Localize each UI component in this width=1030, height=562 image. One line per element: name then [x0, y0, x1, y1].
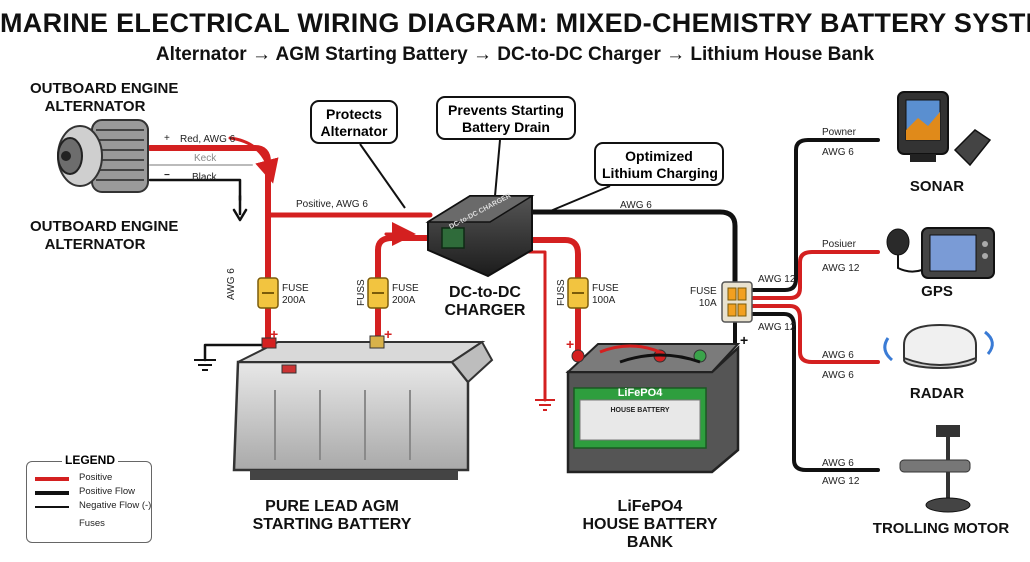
label-red-awg6: Red, AWG 6 — [180, 134, 236, 145]
lifepo4-battery-label: LiFePO4 HOUSE BATTERY BANK — [582, 498, 718, 551]
label-plus-red: + — [164, 133, 170, 144]
wires — [147, 136, 880, 472]
legend-title: LEGEND — [27, 453, 153, 467]
label-powner: Powner — [822, 127, 856, 138]
fuse-icon-200a-1 — [257, 277, 279, 309]
wire-radar — [750, 304, 880, 364]
gps-icon — [886, 227, 995, 279]
label-fuse4: FUSE 10A — [690, 286, 717, 309]
agm-battery-icon — [232, 335, 494, 480]
label-fuse2: FUSE 200A — [392, 283, 419, 306]
wire-agm-to-charger — [375, 235, 435, 348]
wire-gps — [750, 250, 880, 300]
legend-swatch-positive — [35, 477, 69, 481]
label-fuse1: FUSE 200A — [282, 283, 309, 306]
block-plus-sign: + — [740, 332, 749, 348]
dcdc-charger-icon: DC-to-DC CHARGER — [425, 192, 535, 278]
legend-item-positive-flow: Positive Flow — [35, 486, 150, 500]
page-subtitle: Alternator → AGM Starting Battery → DC-t… — [155, 44, 875, 65]
label-trolling-awg-a: AWG 6 — [822, 458, 854, 469]
label-awg6-top: AWG 6 — [620, 200, 652, 211]
label-minus-black: − — [164, 170, 170, 181]
radar-label: RADAR — [909, 385, 965, 402]
fuse-icon-100a — [567, 277, 589, 309]
label-awg12-b: AWG 12 — [758, 322, 796, 333]
label-gps-awg: AWG 12 — [822, 263, 860, 274]
wire-alt-black — [148, 178, 242, 202]
label-awg6-vertical: AWG 6 — [226, 268, 237, 300]
callout-prevents-drain: Prevents Starting Battery Drain — [436, 96, 576, 140]
wire-trolling — [750, 312, 880, 472]
trolling-motor-icon — [899, 425, 971, 513]
alternator-icon — [57, 119, 149, 193]
label-keck: Keck — [194, 153, 217, 164]
wire-charger-to-lifepo4 — [517, 237, 581, 358]
trolling-motor-label: TROLLING MOTOR — [872, 520, 1010, 537]
sonar-label: SONAR — [909, 178, 965, 195]
legend-item-positive: Positive — [35, 472, 150, 486]
label-awg12-a: AWG 12 — [758, 274, 796, 285]
label-radar-awg-a: AWG 6 — [822, 350, 854, 361]
agm-battery-label: PURE LEAD AGM STARTING BATTERY — [252, 498, 412, 533]
sonar-icon — [897, 91, 992, 167]
label-fuse3: FUSE 100A — [592, 283, 619, 306]
label-sonar-awg: AWG 6 — [822, 147, 854, 158]
lifepo4-plus-sign: + — [566, 336, 575, 352]
callout-optimized-lithium: Optimized Lithium Charging — [594, 142, 724, 186]
label-posiuer: Posiuer — [822, 239, 856, 250]
fuse-icon-200a-2 — [367, 277, 389, 309]
radar-icon — [883, 323, 994, 369]
lifepo4-label-sub: HOUSE BATTERY — [610, 407, 669, 414]
dcdc-charger-label: DC-to-DC CHARGER — [444, 284, 526, 319]
legend-item-fuses: Fuses — [79, 518, 105, 529]
legend-swatch-negative-flow — [35, 506, 69, 508]
ground-symbol-charger — [535, 399, 555, 411]
label-black: Black — [192, 172, 217, 183]
wire-agm-ground — [203, 343, 264, 362]
ground-symbol-agm — [194, 359, 216, 371]
label-fuse2-side: FUSS — [356, 279, 367, 306]
wire-charger-to-block — [522, 209, 738, 285]
legend-item-negative-flow: Negative Flow (-) — [35, 500, 151, 514]
agm-plus-sign-2: + — [384, 326, 393, 342]
callout-protects-alternator: Protects Alternator — [310, 100, 398, 144]
fuse-block-10a — [721, 281, 753, 323]
lifepo4-label: LiFePO4 — [618, 387, 664, 399]
gps-label: GPS — [921, 283, 953, 300]
legend-swatch-positive-flow — [35, 491, 69, 495]
lifepo4-battery-icon: LiFePO4 HOUSE BATTERY — [565, 343, 741, 474]
page-title: MARINE ELECTRICAL WIRING DIAGRAM: MIXED-… — [0, 8, 1030, 38]
label-trolling-awg-b: AWG 12 — [822, 476, 860, 487]
agm-plus-sign: + — [270, 326, 279, 342]
legend: LEGEND Positive Positive Flow Negative F… — [26, 453, 152, 543]
label-positive-awg6: Positive, AWG 6 — [296, 199, 368, 210]
wire-sonar — [750, 138, 880, 292]
label-radar-awg-b: AWG 6 — [822, 370, 854, 381]
label-fuse3-side: FUSS — [556, 279, 567, 306]
